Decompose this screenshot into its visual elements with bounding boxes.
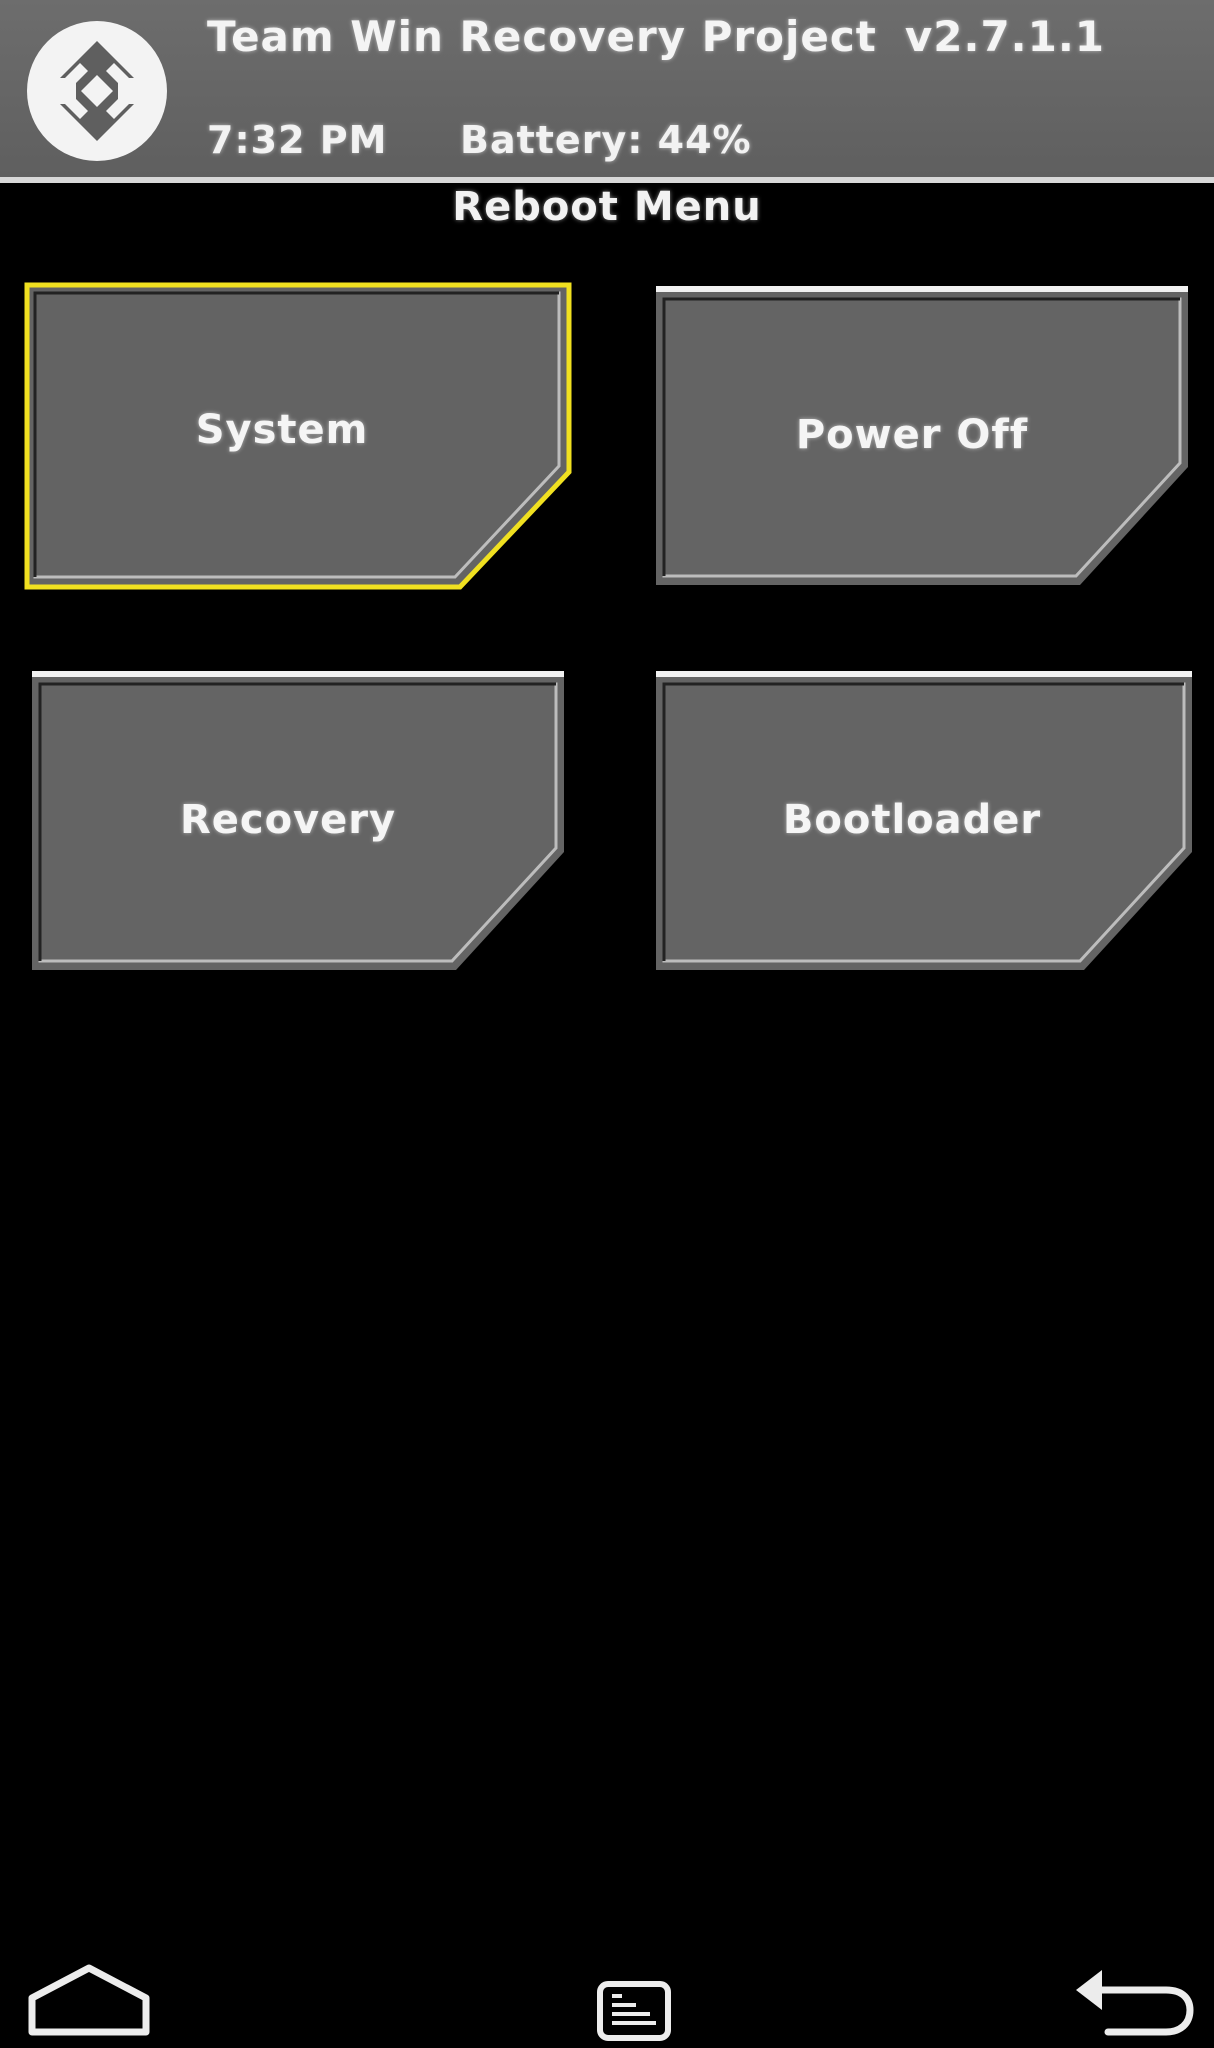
app-title: Team Win Recovery Project v2.7.1.1	[207, 12, 1105, 61]
page-title: Reboot Menu	[452, 184, 762, 230]
recovery-button[interactable]: Recovery	[28, 670, 578, 980]
bootloader-button-shape	[656, 671, 1192, 970]
battery-status: Battery: 44%	[460, 118, 752, 162]
system-button[interactable]: System	[22, 280, 572, 590]
twrp-logo-icon	[27, 21, 167, 161]
power-off-button-shape	[656, 286, 1188, 585]
power-off-button[interactable]: Power Off	[652, 285, 1202, 595]
app-name: Team Win Recovery Project	[207, 12, 877, 61]
back-icon[interactable]	[1072, 1966, 1196, 2040]
bootloader-button[interactable]: Bootloader	[652, 670, 1202, 980]
console-icon[interactable]	[596, 1980, 672, 2042]
clock: 7:32 PM	[207, 118, 388, 162]
system-button-shape	[24, 282, 572, 590]
recovery-button-shape	[32, 671, 564, 970]
header-bar: Team Win Recovery Project v2.7.1.1 7:32 P…	[0, 0, 1214, 183]
app-version: v2.7.1.1	[904, 12, 1106, 61]
home-icon[interactable]	[26, 1960, 152, 2040]
